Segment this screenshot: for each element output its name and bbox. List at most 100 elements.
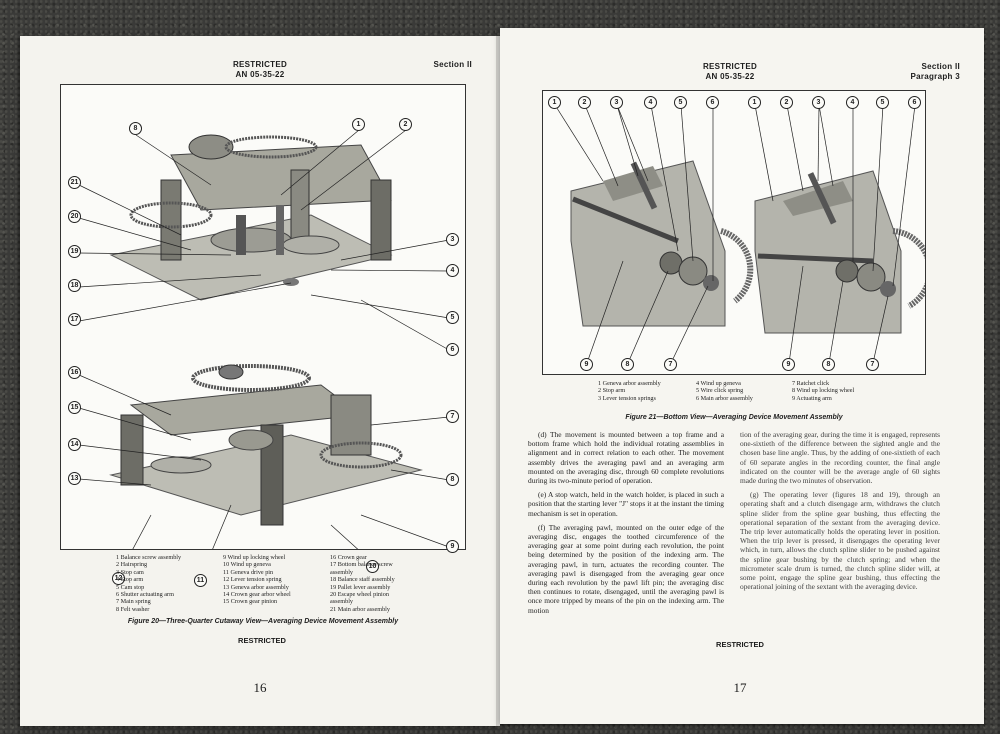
legend-item: 1 Geneva arbor assembly: [598, 380, 661, 387]
legend-item: 13 Geneva arbor assembly: [223, 583, 289, 591]
fig21b-callout-7: 7: [664, 358, 677, 371]
left-page: RESTRICTED AN 05-35-22 Section II: [20, 36, 500, 726]
fig20b-callout-15: 15: [68, 401, 81, 414]
legend-item: 5 Wire click spring: [696, 387, 744, 395]
fig21-callout-5: 5: [876, 96, 889, 109]
legend-item: assembly: [330, 598, 354, 606]
fig21-legend-col-2: 4 Wind up geneva 5 Wire click spring 6 M…: [696, 380, 753, 402]
upper-mechanism-drawing: [109, 134, 393, 301]
legend-item: 19 Pallet lever assembly: [330, 583, 391, 591]
legend-item: 20 Escape wheel pinion: [330, 591, 389, 599]
left-header-doc-number: AN 05-35-22: [235, 70, 285, 79]
fig20-legend-col-2: 9 Wind up locking wheel 10 Wind up genev…: [223, 554, 291, 606]
fig21-callout-1: 1: [548, 96, 561, 109]
fig20-callout-2: 2: [399, 118, 412, 131]
legend-item: 9 Wind up locking wheel: [223, 554, 286, 561]
legend-item: 17 Bottom balance screw: [330, 561, 393, 569]
fig20b-callout-7: 7: [446, 410, 459, 423]
legend-item: 3 Stop cam: [116, 568, 144, 576]
fig21b-callout-9: 9: [782, 358, 795, 371]
fig20-legend-col-3: 16 Crown gear 17 Bottom balance screw as…: [330, 554, 395, 613]
fig20-legend-col-1: 1 Balance screw assembly 2 Hairspring 3 …: [116, 554, 181, 613]
fig20-callout-21: 21: [68, 176, 81, 189]
left-header-section: Section II: [433, 60, 472, 69]
paragraph-e: (e) A stop watch, held in the watch hold…: [528, 490, 724, 518]
fig21-callout-4: 4: [644, 96, 657, 109]
fig21-callout-4: 4: [846, 96, 859, 109]
legend-item: 7 Main spring: [116, 598, 151, 606]
legend-item: 8 Wind up locking wheel: [792, 387, 855, 395]
fig21-leaders: [554, 104, 916, 364]
fig20b-callout-8: 8: [446, 473, 459, 486]
fig20-callout-17: 17: [68, 313, 81, 326]
fig21-callout-3: 3: [610, 96, 623, 109]
legend-item: 14 Crown gear arbor wheel: [223, 591, 291, 599]
fig20-callout-3: 3: [446, 233, 459, 246]
right-page: RESTRICTED AN 05-35-22 Section II Paragr…: [500, 28, 984, 724]
left-page-number: 16: [253, 680, 267, 695]
legend-item: 12 Lever tension spring: [223, 576, 282, 584]
legend-item: 16 Crown gear: [330, 554, 367, 561]
legend-item: assembly: [330, 568, 354, 576]
paragraph-f: (f) The averaging pawl, mounted on the o…: [528, 522, 724, 615]
figure-21-caption: Figure 21—Bottom View—Averaging Device M…: [625, 414, 843, 421]
fig21-callout-2: 2: [780, 96, 793, 109]
legend-item: 4 Stop arm: [116, 576, 144, 584]
figure-21-frame: [542, 90, 926, 375]
right-page-number: 17: [733, 680, 747, 695]
fig20-callout-1: 1: [352, 118, 365, 131]
fig21-callout-1: 1: [748, 96, 761, 109]
fig21-callout-6: 6: [908, 96, 921, 109]
fig20b-callout-16: 16: [68, 366, 81, 379]
right-header-doc-number: AN 05-35-22: [705, 72, 755, 81]
figure-20-caption: Figure 20—Three-Quarter Cutaway View—Ave…: [127, 618, 399, 625]
legend-item: 6 Shutter actuating arm: [116, 591, 174, 599]
fig20-callout-5: 5: [446, 311, 459, 324]
legend-item: 15 Crown gear pinion: [223, 598, 278, 606]
fig20b-callout-12: 12: [112, 572, 125, 585]
fig20b-callout-9: 9: [446, 540, 459, 553]
legend-item: 9 Actuating arm: [792, 394, 832, 402]
bottom-view-right-drawing: [754, 170, 925, 334]
body-column-left: (d) The movement is mounted between a to…: [528, 430, 724, 620]
body-column-right: tion of the averaging gear, during the t…: [740, 430, 940, 596]
legend-item: 2 Hairspring: [116, 561, 148, 569]
fig20-callout-4: 4: [446, 264, 459, 277]
fig20b-callout-13: 13: [68, 472, 81, 485]
legend-item: 11 Geneva drive pin: [223, 568, 274, 576]
legend-item: 3 Lever tension springs: [598, 394, 656, 402]
figure-21-illustration: [554, 104, 925, 364]
right-header-section: Section II: [921, 62, 960, 71]
legend-item: 5 Cam stop: [116, 583, 145, 591]
paragraph-d: (d) The movement is mounted between a to…: [528, 430, 724, 486]
fig20b-callout-11: 11: [194, 574, 207, 587]
fig21b-callout-8: 8: [822, 358, 835, 371]
callout-leaders-top: [78, 129, 450, 351]
fig20-callout-8: 8: [129, 122, 142, 135]
fig20-callout-19: 19: [68, 245, 81, 258]
legend-item: 7 Ratchet click: [792, 380, 830, 387]
legend-item: 1 Balance screw assembly: [116, 554, 182, 561]
legend-item: 4 Wind up geneva: [696, 380, 741, 387]
right-header-restricted: RESTRICTED: [702, 62, 758, 71]
right-footer-restricted: RESTRICTED: [716, 640, 764, 649]
fig21-legend-col-1: 1 Geneva arbor assembly 2 Stop arm 3 Lev…: [598, 380, 661, 402]
fig21-callout-3: 3: [812, 96, 825, 109]
legend-item: 10 Wind up geneva: [223, 561, 271, 569]
fig21b-callout-8: 8: [621, 358, 634, 371]
bottom-view-left-drawing: [570, 160, 754, 327]
legend-item: 2 Stop arm: [598, 387, 626, 395]
legend-item: 18 Balance staff assembly: [330, 576, 395, 584]
fig21b-callout-7: 7: [866, 358, 879, 371]
fig21-legend-col-3: 7 Ratchet click 8 Wind up locking wheel …: [792, 380, 854, 402]
fig21-callout-5: 5: [674, 96, 687, 109]
fig20-callout-6: 6: [446, 343, 459, 356]
figure-20-frame: [60, 84, 466, 550]
left-footer-restricted: RESTRICTED: [238, 636, 286, 645]
figure-20-illustration: [78, 129, 450, 549]
fig20b-callout-10: 10: [366, 560, 379, 573]
callout-leaders-bottom: [78, 374, 450, 549]
paragraph-f-continued: tion of the averaging gear, during the t…: [740, 430, 940, 486]
fig20-callout-18: 18: [68, 279, 81, 292]
legend-item: 8 Felt washer: [116, 605, 150, 613]
